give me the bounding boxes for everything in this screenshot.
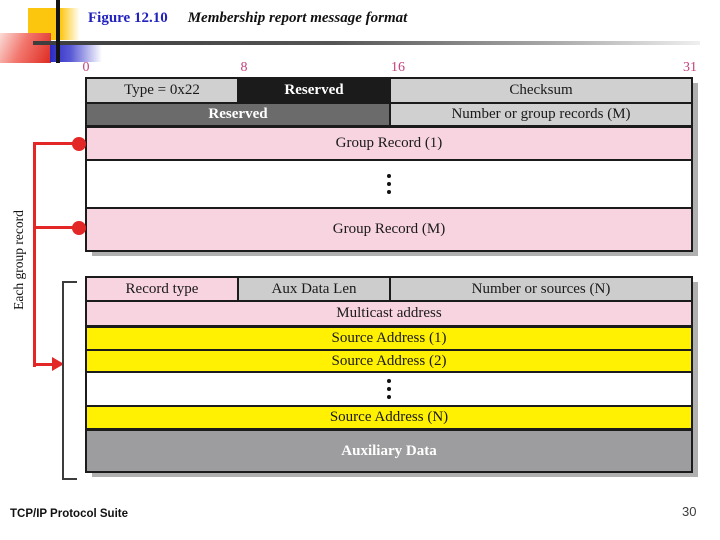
connector-arrow-shaft (33, 363, 55, 366)
table-row: Reserved Number or group records (M) (87, 102, 691, 125)
dot (387, 182, 391, 186)
ellipsis-dots (87, 161, 691, 207)
table-row: Source Address (2) (87, 349, 691, 371)
connector-vertical-line (33, 142, 36, 367)
cell-number-group-records: Number or group records (M) (391, 104, 691, 125)
cell-type-field: Type = 0x22 (87, 79, 239, 102)
cell-reserved-top: Reserved (239, 79, 391, 102)
cell-number-sources: Number or sources (N) (391, 278, 691, 300)
figure-label: Figure 12.10 (88, 10, 168, 26)
table-row: Record type Aux Data Len Number or sourc… (87, 278, 691, 300)
table-row: Group Record (1) (87, 125, 691, 159)
group-record-table: Record type Aux Data Len Number or sourc… (85, 276, 693, 473)
table-row: Source Address (1) (87, 325, 691, 349)
bit-label-16: 16 (391, 60, 405, 75)
dot (387, 387, 391, 391)
dot (387, 395, 391, 399)
table-row: Group Record (M) (87, 207, 691, 250)
dot (387, 174, 391, 178)
bit-label-31: 31 (683, 60, 697, 75)
bracket-top-tick (62, 281, 77, 283)
cell-record-type: Record type (87, 278, 239, 300)
figure-title: Membership report message format (187, 10, 408, 26)
cell-aux-data-len: Aux Data Len (239, 278, 391, 300)
dot (387, 190, 391, 194)
slide-title: Figure 12.10 Membership report message f… (88, 10, 407, 27)
bit-label-8: 8 (240, 60, 248, 75)
footer-title: TCP/IP Protocol Suite (10, 508, 128, 520)
bracket-bottom-tick (62, 478, 77, 480)
cell-source-address-1: Source Address (1) (87, 328, 691, 349)
table-row: Auxiliary Data (87, 428, 691, 471)
group-record-bracket (62, 281, 64, 480)
bit-label-0: 0 (82, 60, 90, 75)
cell-auxiliary-data: Auxiliary Data (87, 431, 691, 471)
connector-branch-1 (33, 142, 77, 145)
cell-group-record-m: Group Record (M) (87, 209, 691, 250)
cell-multicast-address: Multicast address (87, 302, 691, 325)
cell-checksum: Checksum (391, 79, 691, 102)
arrow-right-icon (52, 357, 64, 371)
cell-source-address-2: Source Address (2) (87, 351, 691, 371)
ellipsis-dots (87, 373, 691, 405)
page-number: 30 (682, 504, 697, 519)
deco-horizontal-rule (33, 41, 700, 45)
membership-report-table: Type = 0x22 Reserved Checksum Reserved N… (85, 77, 693, 252)
side-label-each-group-record: Each group record (11, 210, 26, 310)
cell-group-record-1: Group Record (1) (87, 128, 691, 159)
table-row (87, 159, 691, 207)
cell-reserved-wide: Reserved (87, 104, 391, 125)
table-row (87, 371, 691, 405)
connector-dot-2 (72, 221, 86, 235)
connector-branch-2 (33, 226, 77, 229)
connector-dot-1 (72, 137, 86, 151)
cell-source-address-n: Source Address (N) (87, 407, 691, 428)
deco-blue-bar (50, 45, 102, 62)
table-row: Type = 0x22 Reserved Checksum (87, 79, 691, 102)
deco-red-square (0, 33, 51, 63)
table-row: Multicast address (87, 300, 691, 325)
deco-vertical-line (56, 0, 60, 63)
dot (387, 379, 391, 383)
table-row: Source Address (N) (87, 405, 691, 428)
